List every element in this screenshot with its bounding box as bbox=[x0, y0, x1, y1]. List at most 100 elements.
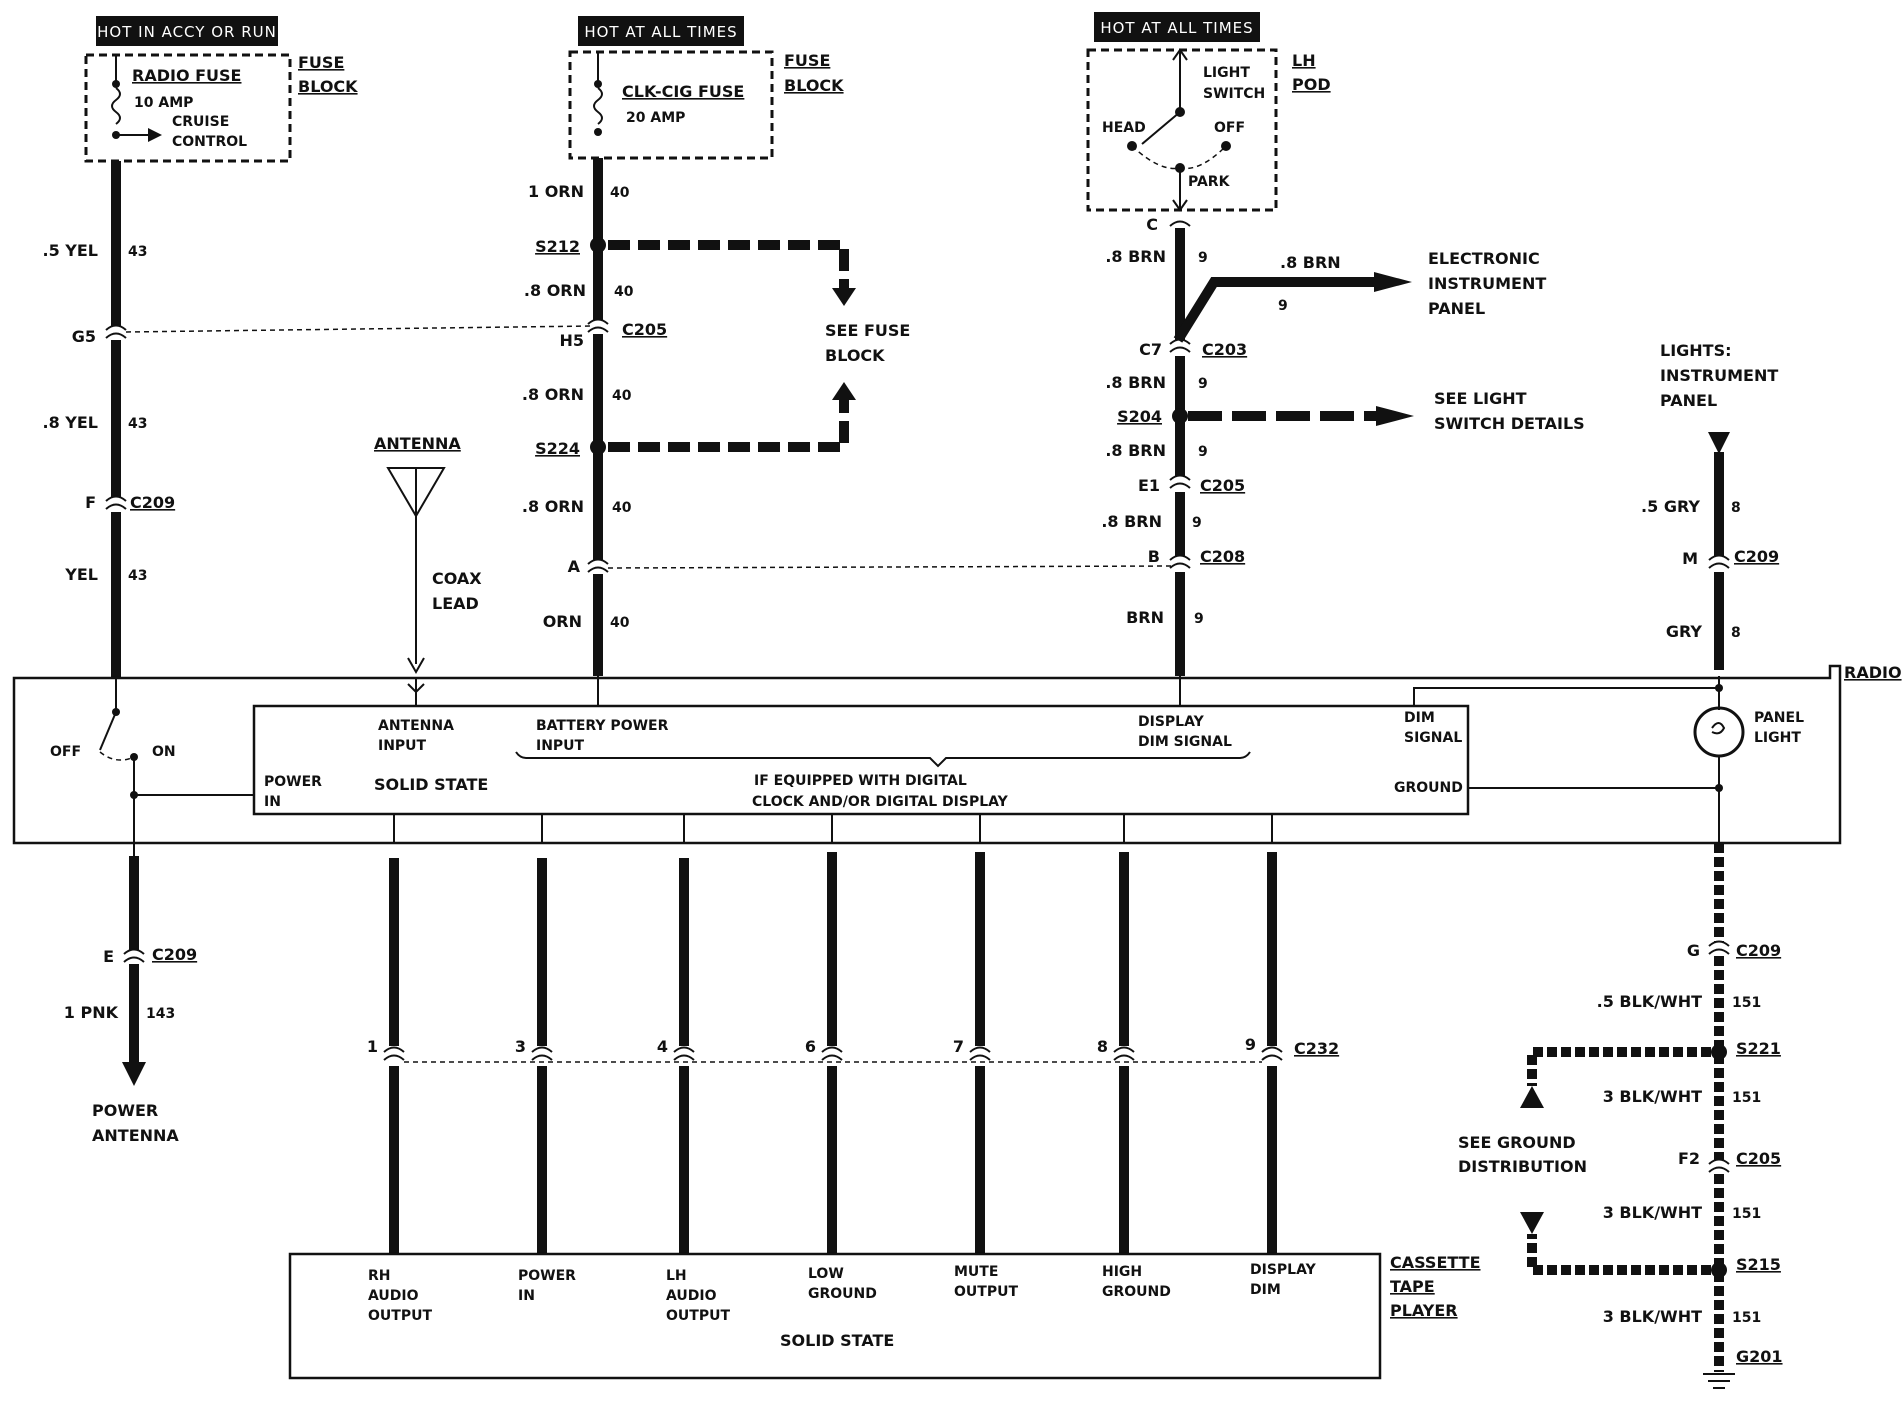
ground-wire-s221: S221 bbox=[1736, 1039, 1781, 1058]
clock-wire-circuit-3: 40 bbox=[612, 388, 632, 404]
ground-wire-f2: F2 bbox=[1678, 1149, 1700, 1168]
clock-wire-s212: S212 bbox=[535, 237, 580, 256]
cassette-tape-player: CASSETTE TAPE PLAYER SOLID STATE RH AUDI… bbox=[288, 1252, 1481, 1380]
c232-pin-9: 9 bbox=[1245, 1035, 1256, 1054]
coax-lead-line-2: LEAD bbox=[432, 594, 479, 613]
ground-wire-circuit-2: 151 bbox=[1732, 1090, 1761, 1106]
display-dim-2: DIM SIGNAL bbox=[1138, 734, 1232, 750]
header-clock-feed: HOT AT ALL TIMES bbox=[578, 16, 744, 46]
cassette-name-1: CASSETTE bbox=[1390, 1253, 1481, 1272]
cassette-solid-state: SOLID STATE bbox=[780, 1331, 894, 1350]
panel-light-2: LIGHT bbox=[1754, 730, 1801, 746]
clock-wire-circuit-5: 40 bbox=[610, 615, 630, 631]
cruise-label: CRUISE bbox=[172, 114, 229, 130]
battery-input-2: INPUT bbox=[536, 738, 585, 754]
digital-note-1: IF EQUIPPED WITH DIGITAL bbox=[754, 773, 967, 789]
clock-wire-gauge-3: .8 ORN bbox=[522, 385, 584, 404]
left-wire-c209: C209 bbox=[130, 493, 175, 512]
lights-panel-gauge-2: GRY bbox=[1666, 622, 1703, 641]
clk-cig-fuse-label: CLK-CIG FUSE bbox=[622, 82, 744, 101]
dim-signal-1: DIM bbox=[1404, 710, 1435, 726]
power-antenna-e: E bbox=[103, 947, 114, 966]
lh-pod: LIGHT SWITCH HEAD OFF PARK LH POD C bbox=[1086, 48, 1331, 234]
terminal-lh-audio-3: OUTPUT bbox=[666, 1308, 730, 1324]
terminal-rh-audio-3: OUTPUT bbox=[368, 1308, 432, 1324]
coax-lead-line-1: COAX bbox=[432, 569, 482, 588]
left-wire-g5: G5 bbox=[72, 327, 96, 346]
lights-panel-circuit-2: 8 bbox=[1731, 625, 1741, 641]
light-wire-c208: C208 bbox=[1200, 547, 1245, 566]
ground-wire-circuit-3: 151 bbox=[1732, 1206, 1761, 1222]
header-clock-feed-text: HOT AT ALL TIMES bbox=[584, 23, 737, 41]
clock-wire-circuit-1: 40 bbox=[610, 185, 630, 201]
eip-arrow-icon bbox=[1374, 272, 1412, 292]
header-light-feed: HOT AT ALL TIMES bbox=[1094, 12, 1260, 42]
ground-wire-g201: G201 bbox=[1736, 1347, 1783, 1366]
light-wire-circuit-4: 9 bbox=[1192, 515, 1202, 531]
light-wire-s204: S204 bbox=[1117, 407, 1162, 426]
lights-panel-gauge-1: .5 GRY bbox=[1641, 497, 1700, 516]
lights-panel-circuit-1: 8 bbox=[1731, 500, 1741, 516]
terminal-power-in-1: POWER bbox=[518, 1268, 576, 1284]
clock-wire-gauge-5: ORN bbox=[543, 612, 582, 631]
ground-wire-gauge-1: .5 BLK/WHT bbox=[1597, 992, 1702, 1011]
left-wire-circuit-3: 43 bbox=[128, 568, 147, 584]
power-antenna-dest-1: POWER bbox=[92, 1101, 158, 1120]
radio-power-wire: .5 YEL 43 G5 .8 YEL 43 F C209 YEL 43 bbox=[43, 161, 593, 678]
left-wire-f: F bbox=[85, 493, 96, 512]
radio-switch-off: OFF bbox=[50, 744, 81, 760]
c232-pin-4: 4 bbox=[657, 1037, 668, 1056]
light-wire-gauge-3: .8 BRN bbox=[1105, 441, 1166, 460]
light-wire-circuit-5: 9 bbox=[1194, 611, 1204, 627]
clock-wire-s224: S224 bbox=[535, 439, 580, 458]
light-wire-gauge-4: .8 BRN bbox=[1101, 512, 1162, 531]
power-antenna-circuit: 143 bbox=[146, 1006, 175, 1022]
display-dim-1: DISPLAY bbox=[1138, 714, 1205, 730]
power-antenna-gauge: 1 PNK bbox=[64, 1003, 119, 1022]
terminal-mute-output-2: OUTPUT bbox=[954, 1284, 1018, 1300]
fuse-block-2-label: FUSE bbox=[784, 51, 830, 70]
clock-wire-gauge-4: .8 ORN bbox=[522, 497, 584, 516]
light-wire-circuit-1: 9 bbox=[1198, 250, 1208, 266]
battery-wire: 1 ORN 40 S212 .8 ORN 40 H5 C205 .8 ORN 4… bbox=[522, 158, 1173, 676]
lights-panel-title-3: PANEL bbox=[1660, 391, 1717, 410]
eip-gauge: .8 BRN bbox=[1280, 253, 1341, 272]
clk-cig-fuse-rating: 20 AMP bbox=[626, 110, 685, 126]
fuse-block-1-label-2: BLOCK bbox=[298, 77, 358, 96]
c232-pin-1: 1 bbox=[367, 1037, 378, 1056]
header-radio-feed-text: HOT IN ACCY OR RUN bbox=[97, 23, 277, 41]
control-label: CONTROL bbox=[172, 134, 247, 150]
terminal-low-ground-2: GROUND bbox=[808, 1286, 877, 1302]
power-antenna-wire: E C209 1 PNK 143 POWER ANTENNA bbox=[64, 856, 197, 1145]
fuse-block-2-label-2: BLOCK bbox=[784, 76, 844, 95]
dim-signal-2: SIGNAL bbox=[1404, 730, 1462, 746]
ground-wire: G C209 .5 BLK/WHT 151 S221 3 BLK/WHT 151… bbox=[1458, 843, 1783, 1389]
c232-pin-6: 6 bbox=[805, 1037, 816, 1056]
terminal-display-dim-1: DISPLAY bbox=[1250, 1262, 1317, 1278]
ground-dist-arrow-up-icon bbox=[1520, 1086, 1544, 1108]
terminal-rh-audio-1: RH bbox=[368, 1268, 391, 1284]
ground-wire-c209: C209 bbox=[1736, 941, 1781, 960]
light-wire-e1: E1 bbox=[1138, 476, 1160, 495]
see-fuse-block-arrow-down-icon bbox=[832, 288, 856, 306]
see-fuse-block-arrow-up-icon bbox=[832, 382, 856, 400]
radio-switch-on: ON bbox=[152, 744, 176, 760]
radio-power-in-2: IN bbox=[264, 794, 281, 810]
light-switch-off: OFF bbox=[1214, 120, 1245, 136]
c232-pin-7: 7 bbox=[953, 1037, 964, 1056]
see-fuse-block-line-2: BLOCK bbox=[825, 346, 885, 365]
see-light-switch-details-1: SEE LIGHT bbox=[1434, 389, 1527, 408]
clock-wire-h5: H5 bbox=[559, 331, 584, 350]
radio-fuse-rating: 10 AMP bbox=[134, 95, 193, 111]
light-wire-circuit-2: 9 bbox=[1198, 376, 1208, 392]
light-wire-gauge-5: BRN bbox=[1126, 608, 1164, 627]
ground-distribution-2: DISTRIBUTION bbox=[1458, 1157, 1587, 1176]
display-dim-wire: .8 BRN 9 C7 C203 .8 BRN 9 S204 .8 BRN 9 … bbox=[1101, 220, 1585, 676]
c232-label: C232 bbox=[1294, 1039, 1339, 1058]
clock-wire-gauge-2: .8 ORN bbox=[524, 281, 586, 300]
eip-dest-2: INSTRUMENT bbox=[1428, 274, 1546, 293]
cassette-name-3: PLAYER bbox=[1390, 1301, 1458, 1320]
power-antenna-arrow-icon bbox=[122, 1062, 146, 1086]
light-wire-c203: C203 bbox=[1202, 340, 1247, 359]
antenna-input-2: INPUT bbox=[378, 738, 427, 754]
